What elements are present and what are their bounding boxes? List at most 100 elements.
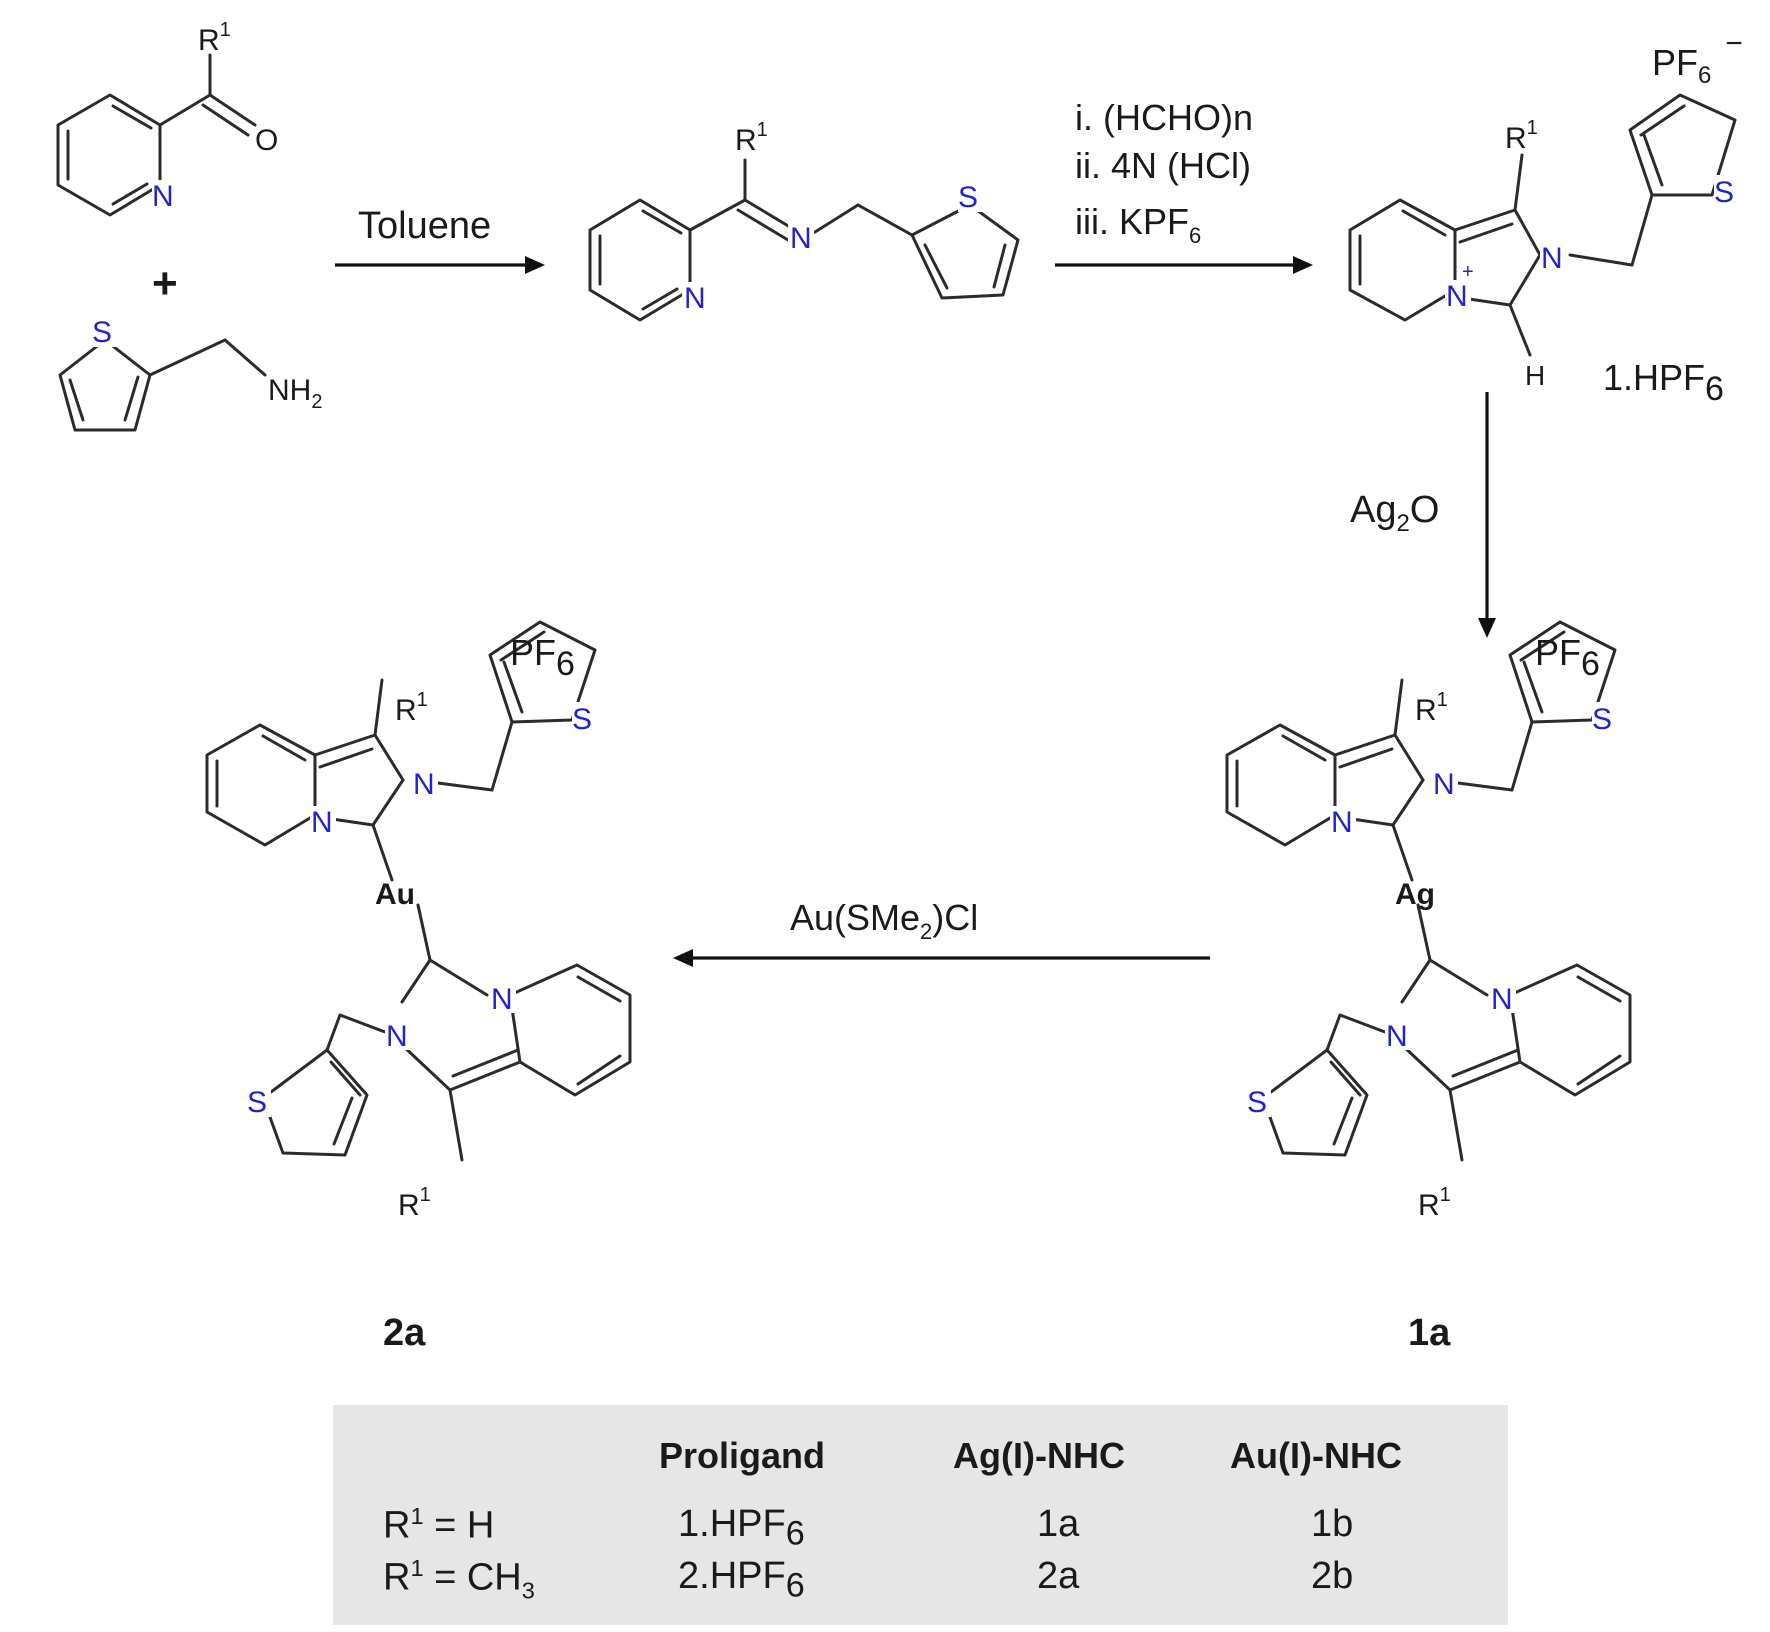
arrow-step3 [1478, 392, 1496, 638]
imidazole-n-label: N [1433, 768, 1455, 801]
arrow-step2 [1055, 256, 1313, 274]
row2-r-group: R1 = CH3 [383, 1555, 535, 1604]
svg-text:PF6−: PF6− [1652, 27, 1743, 89]
row2-ag-complex: 2a [1037, 1555, 1080, 1597]
compound-label-2a: 2a [383, 1312, 426, 1354]
oxygen-label: O [255, 124, 278, 157]
r-sup: 1 [417, 689, 428, 711]
compound-sub: 6 [1705, 370, 1724, 408]
pyridine-n-label: N [311, 806, 333, 839]
row1-r-group: R1 = H [383, 1503, 495, 1547]
amine-label: NH [268, 374, 311, 407]
svg-text:R1: R1 [198, 19, 231, 57]
thiophene-s-label: S [92, 316, 112, 349]
svg-text:PF6: PF6 [1535, 632, 1600, 683]
anion-label: PF [1652, 42, 1698, 83]
ag2o-label: Ag [1350, 489, 1396, 531]
imidazolium-nplus-label: N [1446, 280, 1468, 313]
imidazolium-n-label: N [1541, 242, 1563, 275]
thiophene-s-label: S [1247, 1086, 1267, 1119]
r-sup: 1 [220, 19, 231, 41]
svg-text:R1: R1 [395, 689, 428, 727]
svg-text:R1: R1 [735, 119, 768, 157]
compound-table: Proligand Ag(I)-NHC Au(I)-NHC R1 = H 1.H… [333, 1405, 1508, 1625]
svg-text:R1: R1 [1418, 1184, 1451, 1222]
thiophene-s-label: S [1592, 703, 1612, 736]
r-label: R [395, 694, 417, 727]
r-sup: 1 [1440, 1184, 1451, 1206]
r-label: R [1415, 694, 1437, 727]
anion-charge: − [1725, 27, 1743, 60]
svg-text:R1: R1 [1415, 689, 1448, 727]
row2-proligand: 2.HPF6 [678, 1555, 805, 1605]
header-au-nhc: Au(I)-NHC [1230, 1435, 1402, 1476]
r-label: R [398, 1189, 420, 1222]
r-sup: 1 [1437, 689, 1448, 711]
svg-text:1.HPF6: 1.HPF6 [1603, 357, 1724, 408]
ag2o-sub: 2 [1396, 510, 1409, 537]
anion-sub: 6 [1581, 645, 1600, 683]
arrow-step4 [673, 949, 1210, 967]
acylpyridine-structure: R1 O N [56, 19, 278, 217]
svg-text:PF6: PF6 [510, 632, 575, 683]
imine-structure: R1 N N S [588, 119, 1020, 322]
imidazole-n-label: N [1386, 1020, 1408, 1053]
row1-ag-complex: 1a [1037, 1503, 1080, 1545]
thiophenemethylamine-structure: S NH2 [58, 315, 322, 432]
r-label: R [1505, 122, 1527, 155]
row1-proligand: 1.HPF6 [678, 1503, 805, 1553]
thiophene-s-label: S [572, 703, 592, 736]
metal-label: Ag [1395, 878, 1435, 911]
svg-text:Ag2O: Ag2O [1350, 489, 1439, 537]
row2-au-complex: 2b [1311, 1555, 1354, 1597]
au-reagent-b: )Cl [932, 897, 978, 938]
imidazole-n-label: N [413, 768, 435, 801]
c2-h-label: H [1525, 360, 1545, 391]
step2-line3: iii. KPF [1075, 201, 1189, 242]
r-label: R [1418, 1189, 1440, 1222]
r-sup: 1 [757, 119, 768, 141]
arrow-step1 [335, 256, 545, 274]
plus-sign: + [152, 259, 178, 308]
gold-complex-structure: R1 N N S Au N N S R1 PF6 2a [205, 620, 632, 1354]
positive-charge: + [1462, 261, 1474, 283]
thiophene-s-label: S [247, 1086, 267, 1119]
imidazolium-salt-structure: R1 N N + H S PF6− 1.HPF6 [1348, 27, 1743, 408]
amine-sub: 2 [311, 391, 322, 413]
anion-label: PF [510, 632, 556, 673]
metal-label: Au [375, 878, 415, 911]
toluene-label: Toluene [358, 205, 491, 247]
r-label: R [198, 24, 220, 57]
silver-complex-structure: R1 N N S Ag N N S R1 PF6 1a [1225, 620, 1632, 1354]
svg-text:Au(SMe2)Cl: Au(SMe2)Cl [790, 897, 978, 944]
pyridine-n-label: N [684, 282, 706, 315]
r-sup: 1 [420, 1184, 431, 1206]
pyridine-n-label: N [1491, 983, 1513, 1016]
anion-sub: 6 [556, 645, 575, 683]
r-label: R [735, 124, 757, 157]
compound-label-1a: 1a [1408, 1312, 1451, 1354]
au-reagent-a: Au(SMe [790, 897, 920, 938]
compound-label: 1.HPF [1603, 357, 1705, 398]
row1-au-complex: 1b [1311, 1503, 1354, 1545]
thiophene-s-label: S [1714, 176, 1734, 209]
au-reagent-sub: 2 [920, 919, 932, 944]
svg-text:R1: R1 [1505, 117, 1538, 155]
anion-sub: 6 [1698, 62, 1711, 89]
imine-n-label: N [790, 222, 812, 255]
step2-sub: 6 [1189, 223, 1201, 248]
svg-text:R1: R1 [398, 1184, 431, 1222]
pyridine-n-label: N [152, 180, 174, 213]
anion-label: PF [1535, 632, 1581, 673]
header-ag-nhc: Ag(I)-NHC [953, 1435, 1125, 1476]
step2-line1: i. (HCHO)n [1075, 97, 1253, 138]
step2-line2: ii. 4N (HCl) [1075, 145, 1251, 186]
ag2o-tail: O [1410, 489, 1440, 531]
pyridine-n-label: N [491, 983, 513, 1016]
pyridine-n-label: N [1331, 806, 1353, 839]
svg-text:NH2: NH2 [268, 374, 322, 413]
svg-text:iii. KPF6: iii. KPF6 [1075, 201, 1201, 248]
header-proligand: Proligand [659, 1435, 826, 1476]
imidazole-n-label: N [386, 1020, 408, 1053]
